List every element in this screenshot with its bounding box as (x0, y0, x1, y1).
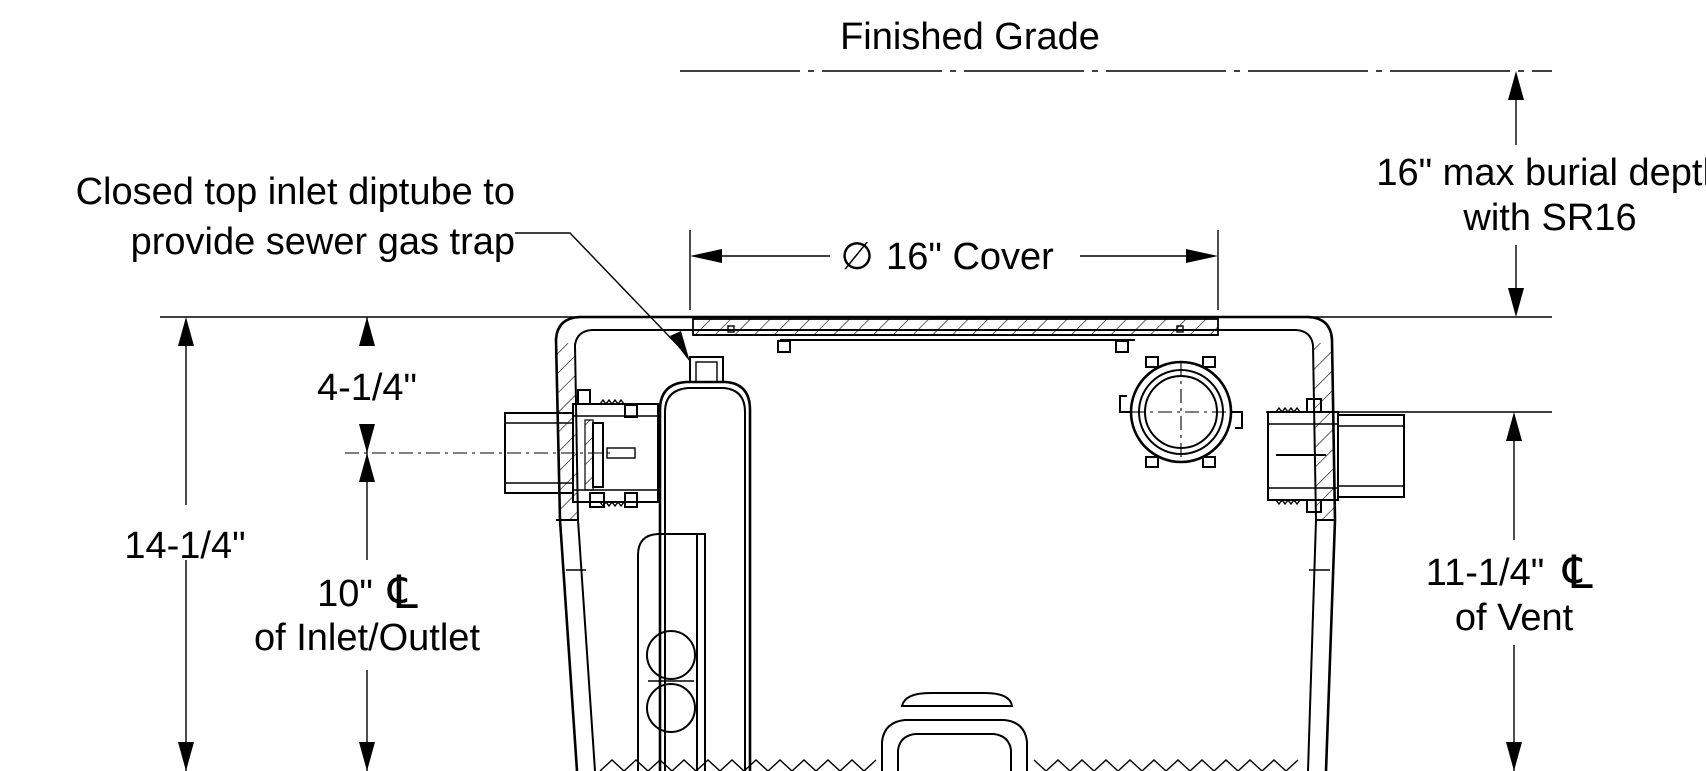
burial-depth-label-1: 16" max burial depth (1376, 152, 1706, 194)
vent-height-dimension (1506, 412, 1522, 771)
basin-cover (692, 316, 1219, 353)
of-vent-label: of Vent (1455, 597, 1574, 639)
centerline-symbol-inlet: ℄ (387, 566, 418, 618)
burial-depth-label-2: with SR16 (1462, 197, 1636, 239)
diameter-symbol: ∅ (840, 236, 873, 278)
diptube-label-1: Closed top inlet diptube to (76, 171, 515, 213)
inlet-outlet-label: of Inlet/Outlet (254, 617, 480, 659)
overall-height-dimension (178, 317, 194, 771)
finished-grade-label: Finished Grade (840, 16, 1100, 58)
diptube-leader (515, 232, 690, 362)
vent-fitting (1119, 356, 1243, 468)
inlet-fitting (504, 389, 659, 508)
inlet-diptube (637, 356, 752, 771)
centerline-symbol-vent: ℄ (1562, 546, 1593, 598)
dim-4-1-4-label: 4-1/4" (317, 367, 417, 409)
diptube-label-2: provide sewer gas trap (131, 221, 515, 263)
overall-height-label: 14-1/4" (124, 525, 245, 567)
dim-10-label: 10" (317, 573, 373, 615)
cover-label: 16" Cover (886, 236, 1054, 278)
inlet-height-dimension (359, 317, 375, 771)
dim-11-1-4-label: 11-1/4" (1426, 552, 1544, 594)
cover-diameter-dimension (689, 230, 1219, 310)
outlet-fitting (1267, 398, 1405, 513)
burial-depth-dimension (1508, 71, 1524, 317)
